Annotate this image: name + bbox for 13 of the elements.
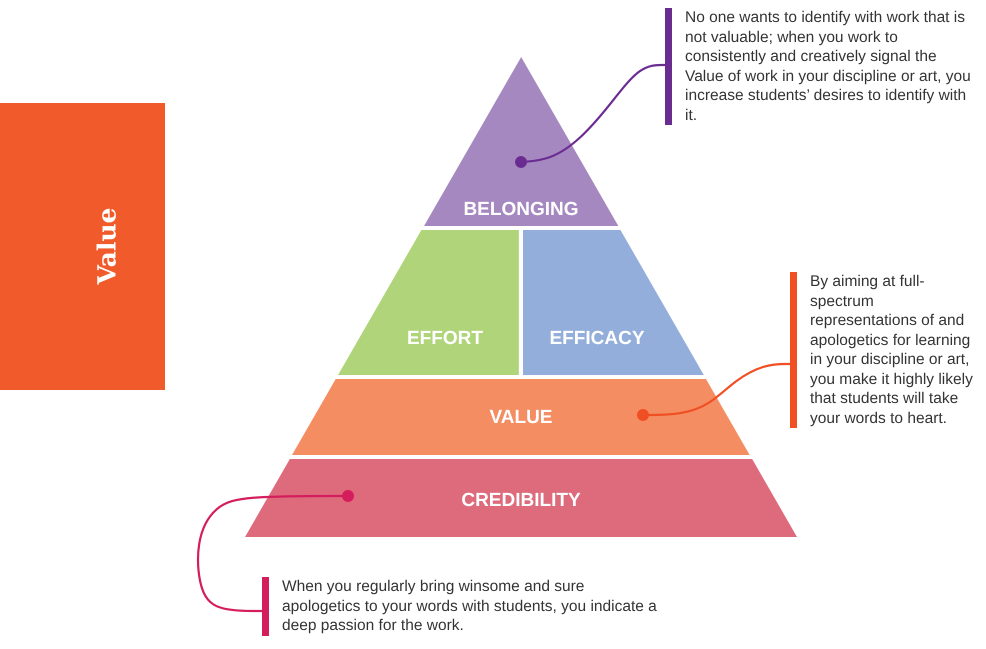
leader-line [515, 64, 665, 168]
callout-text: No one wants to identify with work that is not valuable; when you work to consistently and creatively signal the Value of work in your discipline or art, you increase students’ desires to identify with it. [685, 8, 972, 125]
tier-label: BELONGING [463, 199, 579, 221]
tier-label: EFFORT [406, 328, 483, 350]
callout-text: When you regularly bring winsome and sure apologetics to your words with students, you indicate a deep passion for the work. [282, 577, 657, 636]
callout-text: By aiming at full-spectrum representations of and apologetics for learning in your discipline or art, you make it highly likely that students will take your words to heart. [810, 272, 974, 428]
tier-label: EFFICACY [550, 328, 644, 350]
section-tab [0, 103, 165, 390]
leader-line [637, 362, 790, 421]
tier-label: VALUE [490, 407, 552, 429]
leader-line [196, 490, 354, 612]
tab-title: Value [92, 208, 122, 284]
tier-label: CREDIBILITY [461, 490, 581, 512]
